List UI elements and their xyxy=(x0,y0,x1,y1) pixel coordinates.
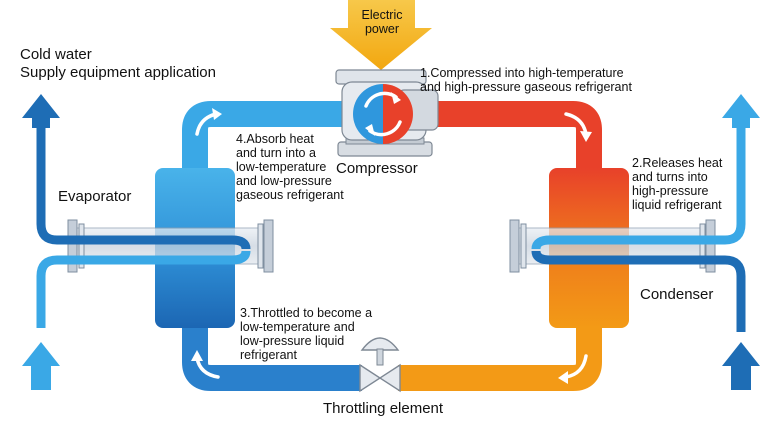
step-3-line-4: refrigerant xyxy=(240,348,297,362)
condenser-flange-right2 xyxy=(705,219,716,273)
compressor-rotor-cold xyxy=(353,84,383,144)
step-1-line-2: and high-pressure gaseous refrigerant xyxy=(420,80,632,94)
cooling-water-in-arrow xyxy=(722,342,760,390)
discharge-pipe xyxy=(420,101,602,172)
step-4-line-5: gaseous refrigerant xyxy=(236,188,344,202)
evaporator-flange-left xyxy=(67,219,78,273)
valve-body-left xyxy=(359,363,382,393)
flow-arrow-bottom-right xyxy=(564,354,588,379)
step-2-note: 2.Releases heat and turns into high-pres… xyxy=(632,156,762,212)
compressor-unit xyxy=(335,69,439,157)
electric-power-line-1: Electric xyxy=(361,8,403,22)
cooling-water-loop xyxy=(531,120,746,332)
compressor-label: Compressor xyxy=(336,160,418,177)
evaporator-flange-right xyxy=(257,223,264,269)
cold-water-in-arrow xyxy=(22,342,60,390)
flow-arrow-top-left-head xyxy=(212,108,222,120)
electric-power-line-2: power xyxy=(364,22,400,36)
step-1-line-1: 1.Compressed into high-temperature xyxy=(420,66,624,80)
condenser-label: Condenser xyxy=(640,286,714,303)
step-2-line-4: liquid refrigerant xyxy=(632,198,722,212)
cooling-water-out-arrow xyxy=(722,94,760,128)
valve-body-right xyxy=(378,363,401,393)
evaporator-flange-right2 xyxy=(263,219,274,273)
chilled-water-return xyxy=(36,250,251,328)
step-4-line-2: and turn into a xyxy=(236,146,316,160)
cooling-water-in xyxy=(531,250,746,332)
step-1-note: 1.Compressed into high-temperature and h… xyxy=(420,66,670,94)
step-4-line-1: 4.Absorb heat xyxy=(236,132,314,146)
step-4-line-3: low-temperature xyxy=(236,160,327,174)
step-3-note: 3.Throttled to become a low-temperature … xyxy=(240,306,400,362)
throttling-valve xyxy=(359,337,401,393)
step-2-line-2: and turns into xyxy=(632,170,708,184)
compressor-rotor-hot xyxy=(383,84,413,144)
evaporator-flange-left2 xyxy=(78,223,85,269)
header-line-2: Supply equipment application xyxy=(20,64,216,81)
condenser-flange-right xyxy=(699,223,706,269)
step-2-line-1: 2.Releases heat xyxy=(632,156,723,170)
flow-arrow-bottom-right-head xyxy=(558,371,568,384)
condenser-flange-left xyxy=(509,219,520,273)
chilled-water-loop xyxy=(36,120,251,328)
cooling-water-out xyxy=(531,120,746,250)
flow-arrows xyxy=(191,108,592,384)
electric-power-arrow xyxy=(330,0,432,70)
condenser-flange-left2 xyxy=(520,223,527,269)
cold-water-out-arrow xyxy=(22,94,60,128)
expansion-pipe xyxy=(182,322,362,391)
electric-power-label: Electric power xyxy=(352,8,412,36)
step-3-line-3: low-pressure liquid xyxy=(240,334,345,348)
liquid-pipe xyxy=(398,320,602,391)
step-2-line-3: high-pressure xyxy=(632,184,709,198)
step-3-line-2: low-temperature and xyxy=(240,320,355,334)
flow-arrow-bottom-left-head xyxy=(191,350,203,361)
chilled-water-supply xyxy=(36,120,251,250)
step-4-note: 4.Absorb heat and turn into a low-temper… xyxy=(236,132,376,202)
valve-actuator xyxy=(360,337,400,351)
flow-arrow-top-right-head xyxy=(580,131,592,142)
evaporator-label: Evaporator xyxy=(58,188,132,205)
step-4-line-4: and low-pressure xyxy=(236,174,332,188)
step-3-line-1: 3.Throttled to become a xyxy=(240,306,373,320)
header-line-1: Cold water xyxy=(20,46,92,63)
throttle-label: Throttling element xyxy=(323,400,444,417)
